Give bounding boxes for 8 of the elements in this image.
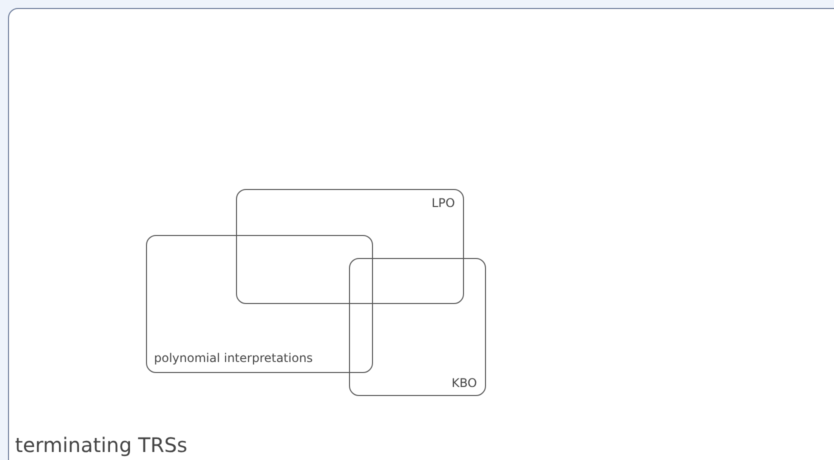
subset-region xyxy=(349,258,486,396)
region-label: KBO xyxy=(452,376,477,390)
region-label: polynomial interpretations xyxy=(154,351,313,365)
set-region xyxy=(8,8,834,460)
subset-region xyxy=(146,235,373,373)
region-label: terminating TRSs xyxy=(15,433,188,457)
region-label: LPO xyxy=(432,196,455,210)
subset-region xyxy=(236,189,464,304)
